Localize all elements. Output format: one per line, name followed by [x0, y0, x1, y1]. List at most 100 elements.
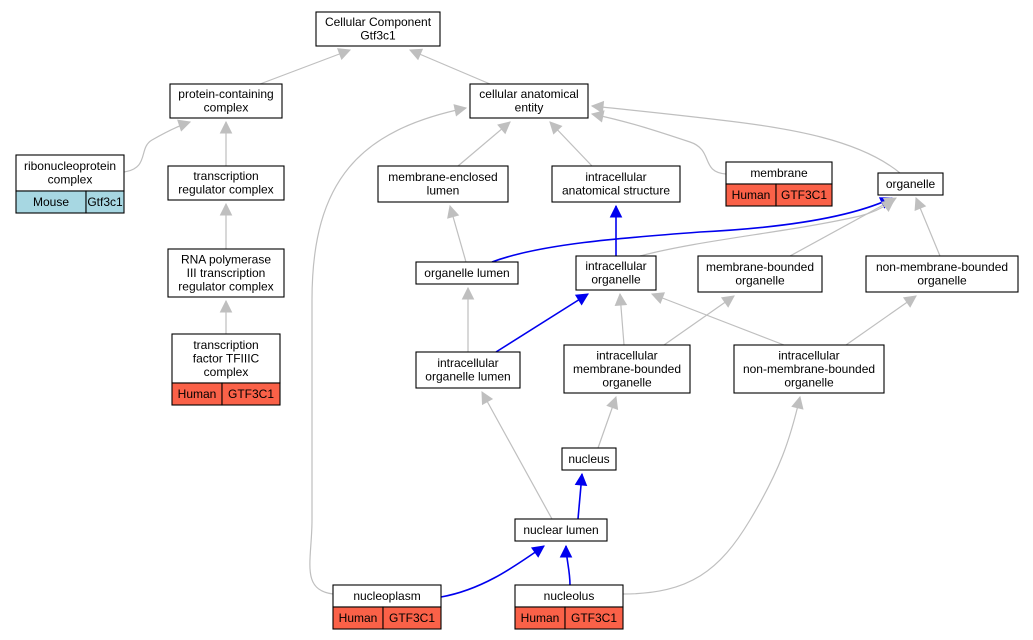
node-box [514, 518, 608, 542]
edge-nucleoplasm-to-cellular-anatomical-entity [309, 104, 468, 595]
edge-line [481, 391, 553, 520]
species-label: Human [732, 188, 771, 202]
edge-arrowhead [497, 121, 511, 135]
node-label-line: membrane-enclosed [388, 170, 497, 184]
node-label-line: transcription [193, 169, 258, 183]
node-label-line: RNA polymerase [181, 252, 271, 266]
node-label-line: Cellular Component [325, 15, 432, 29]
edge-membrane-to-cellular-anatomical-entity [590, 110, 727, 175]
node-nuclear-lumen[interactable]: nuclear lumen [514, 518, 608, 542]
edges-layer [123, 48, 941, 598]
edge-line [663, 295, 735, 346]
edge-arrowhead [590, 110, 605, 123]
edge-arrowhead [481, 391, 494, 406]
node-box [415, 261, 519, 285]
edge-membrane-bounded-organelle-to-organelle [789, 197, 897, 257]
edge-organelle-lumen-to-organelle [491, 197, 894, 263]
edge-line [591, 105, 901, 174]
node-box [697, 255, 823, 293]
edge-arrowhead [549, 121, 563, 135]
node-label-line: membrane-bounded [573, 362, 681, 376]
edge-intracellular-membrane-bounded-organelle-to-membrane-bounded-organelle [663, 295, 735, 346]
node-label-line: entity [515, 101, 544, 115]
node-box [877, 172, 944, 196]
node-label-line: nucleolus [544, 589, 595, 603]
edge-line [639, 199, 895, 257]
edge-line [495, 293, 589, 353]
node-label-line: membrane-bounded [706, 260, 814, 274]
edge-nucleolus-to-intracellular-non-membrane-bounded-organelle [622, 395, 804, 595]
edge-intracellular-anatomical-structure-to-cellular-anatomical-entity [549, 121, 593, 167]
edge-tfiiic-complex-to-rna-pol-iii-complex [219, 299, 233, 334]
node-box [167, 248, 285, 298]
edge-arrowhead [574, 472, 588, 487]
edge-arrowhead [219, 202, 233, 216]
edge-non-membrane-bounded-organelle-to-organelle [914, 196, 941, 257]
node-label-line: non-membrane-bounded [876, 260, 1008, 274]
node-organelle-lumen[interactable]: organelle lumen [415, 261, 519, 285]
edge-rna-pol-iii-complex-to-transcription-regulator-complex [219, 202, 233, 249]
node-label-line: membrane [750, 166, 808, 180]
edge-line [651, 293, 785, 346]
node-box [169, 83, 283, 119]
node-box [377, 165, 509, 203]
node-label-line: ribonucleoprotein [24, 159, 116, 173]
edge-nuclear-lumen-to-nucleus [574, 472, 588, 520]
edge-transcription-regulator-complex-to-protein-containing-complex [219, 120, 233, 166]
edge-protein-containing-complex-to-cellular-component [259, 48, 352, 85]
edge-nucleoplasm-to-nuclear-lumen [440, 545, 545, 598]
edge-nucleolus-to-nuclear-lumen [559, 544, 573, 586]
edge-arrowhead [914, 196, 927, 212]
node-label-line: intracellular [585, 170, 646, 184]
edge-intracellular-organelle-to-organelle [639, 199, 895, 257]
edge-line [491, 197, 893, 263]
node-label-line: intracellular [778, 348, 839, 362]
node-label-line: regulator complex [178, 183, 273, 197]
edge-arrowhead [574, 293, 589, 306]
edge-arrowhead [447, 204, 460, 219]
node-label-line: complex [204, 365, 249, 379]
edge-arrowhead [606, 395, 619, 410]
gene-cell [564, 606, 624, 630]
gene-cell [775, 183, 833, 207]
node-organelle[interactable]: organelle [877, 172, 944, 196]
node-label-line: non-membrane-bounded [743, 362, 875, 376]
edge-intracellular-organelle-to-intracellular-anatomical-structure [609, 204, 623, 256]
node-nucleus[interactable]: nucleus [561, 447, 617, 471]
node-label-line: complex [48, 173, 93, 187]
node-box [561, 447, 617, 471]
node-box [469, 83, 589, 119]
edge-ribonucleoprotein-complex-to-protein-containing-complex [123, 119, 192, 173]
edge-organelle-lumen-to-membrane-enclosed-lumen [447, 204, 467, 263]
node-label-line: nuclear lumen [523, 523, 598, 537]
edge-arrowhead [219, 120, 233, 134]
node-label-line: anatomical structure [562, 184, 670, 198]
gene-cell [221, 382, 281, 406]
species-label: Mouse [33, 195, 69, 209]
gene-label: Gtf3c1 [87, 195, 123, 209]
node-label-line: organelle [602, 375, 652, 389]
edge-nucleus-to-intracellular-membrane-bounded-organelle [597, 395, 619, 449]
edge-arrowhead [337, 48, 352, 60]
edge-line [123, 121, 191, 173]
edge-line [591, 113, 727, 175]
node-intracellular-non-membrane-bounded-organelle[interactable]: intracellularnon-membrane-boundedorganel… [733, 344, 885, 394]
